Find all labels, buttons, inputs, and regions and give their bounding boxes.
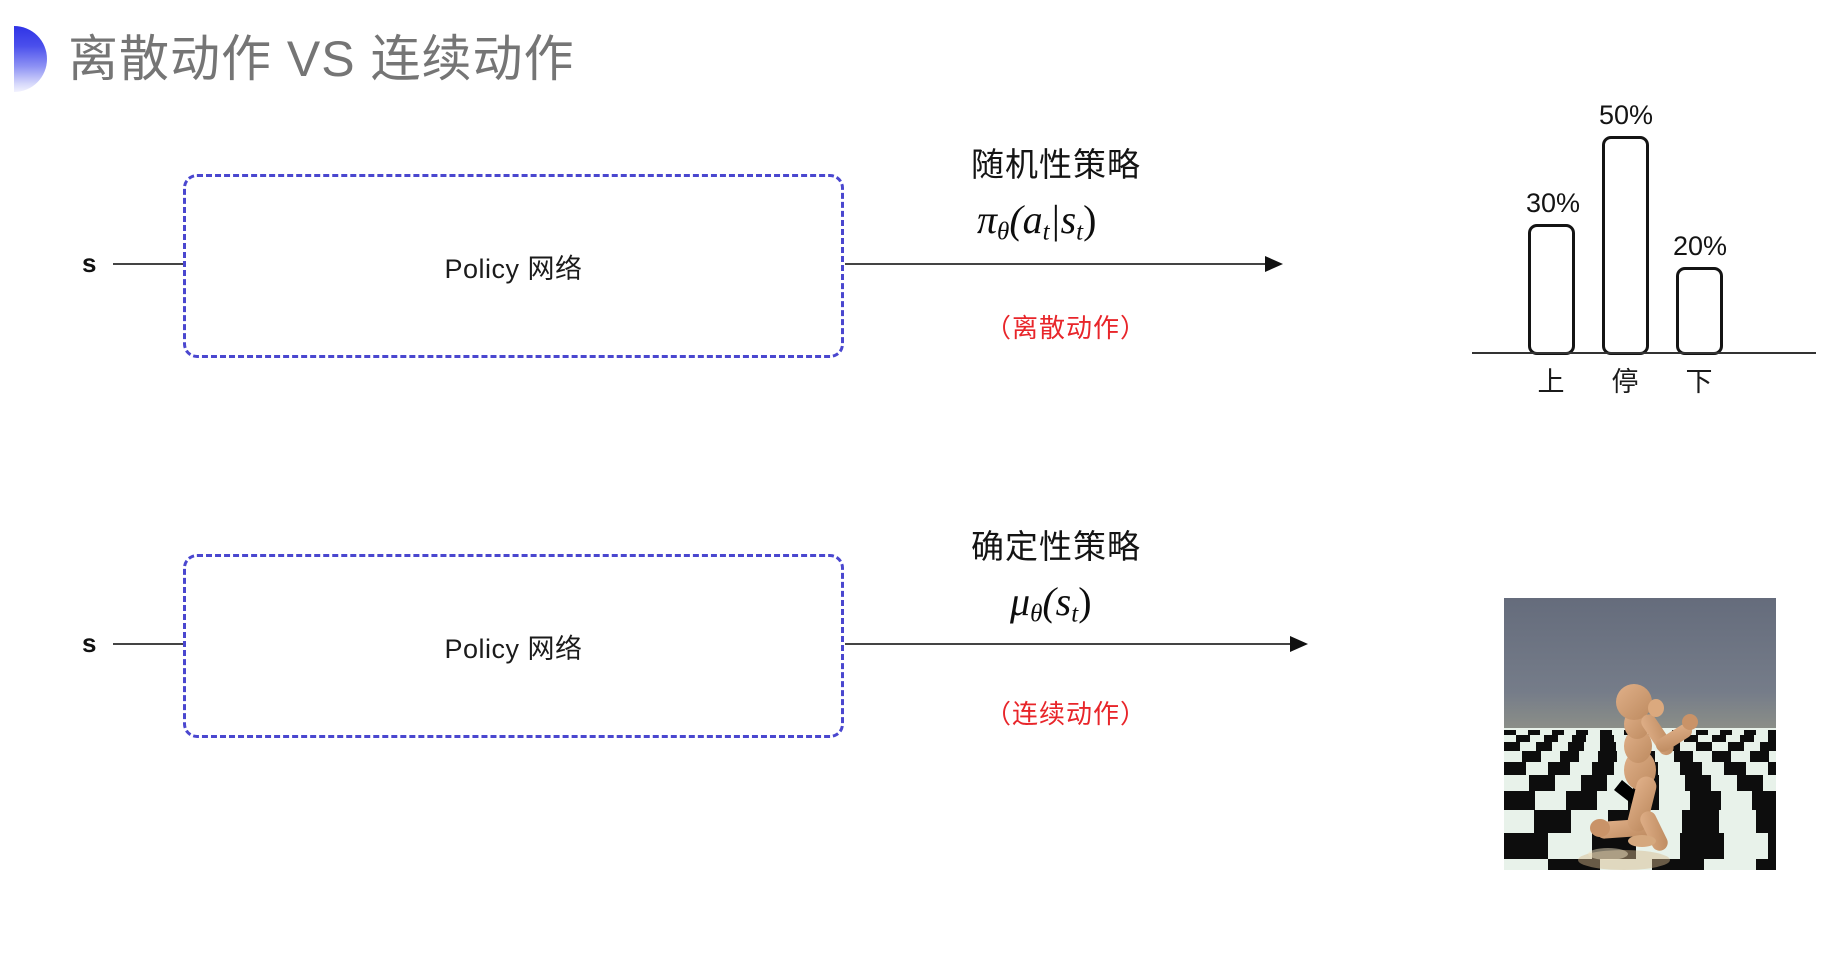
formula-theta: θ: [997, 218, 1010, 246]
policy-network-box-continuous[interactable]: Policy 网络: [183, 554, 844, 738]
discrete-action-bar-chart: 30% 50% 20% 上 停 下: [1462, 96, 1846, 406]
formula-close: ): [1083, 197, 1097, 242]
state-input-label-continuous: s: [82, 628, 97, 658]
formula-open: (a: [1009, 197, 1043, 242]
humanoid-simulation-image: [1504, 598, 1776, 870]
title-bullet-icon: [14, 26, 47, 92]
action-type-tag-continuous: （连续动作）: [985, 699, 1148, 729]
formula-sub-t2: t: [1076, 218, 1084, 246]
humanoid-render: [1504, 598, 1776, 870]
formula-pi: π: [977, 197, 998, 242]
policy-network-box-discrete[interactable]: Policy 网络: [183, 174, 844, 358]
policy-type-label-continuous: 确定性策略: [971, 528, 1141, 565]
policy-formula-discrete: πθ(at|st): [977, 196, 1096, 247]
formula-open-2: (s: [1042, 579, 1072, 624]
bar-stop: [1602, 136, 1649, 355]
formula-sub-t3: t: [1071, 600, 1079, 628]
formula-sub-t1: t: [1042, 218, 1050, 246]
bar-category-stop: 停: [1611, 367, 1639, 397]
bar-category-up: 上: [1537, 367, 1565, 397]
chart-x-axis: [1472, 352, 1816, 354]
bar-value-up: 30%: [1525, 188, 1581, 218]
bar-up: [1528, 224, 1575, 355]
state-input-label-discrete: s: [82, 248, 97, 278]
output-arrow-discrete: [845, 256, 1283, 272]
policy-type-label-discrete: 随机性策略: [971, 146, 1141, 183]
output-arrow-continuous: [845, 636, 1308, 652]
bar-down: [1676, 267, 1723, 355]
formula-mu: μ: [1010, 579, 1031, 624]
humanoid-body: [1590, 684, 1698, 851]
policy-formula-continuous: μθ(st): [1010, 578, 1092, 629]
formula-mid: |s: [1049, 197, 1077, 242]
formula-close-2: ): [1078, 579, 1092, 624]
policy-network-label-continuous: Policy 网络: [444, 633, 583, 664]
policy-network-label-discrete: Policy 网络: [444, 253, 583, 284]
page-title: 离散动作 VS 连续动作: [68, 31, 575, 87]
formula-theta-2: θ: [1030, 600, 1043, 628]
bar-value-stop: 50%: [1598, 100, 1654, 130]
bar-category-down: 下: [1685, 367, 1713, 397]
bar-value-down: 20%: [1672, 231, 1728, 261]
action-type-tag-discrete: （离散动作）: [985, 313, 1148, 343]
